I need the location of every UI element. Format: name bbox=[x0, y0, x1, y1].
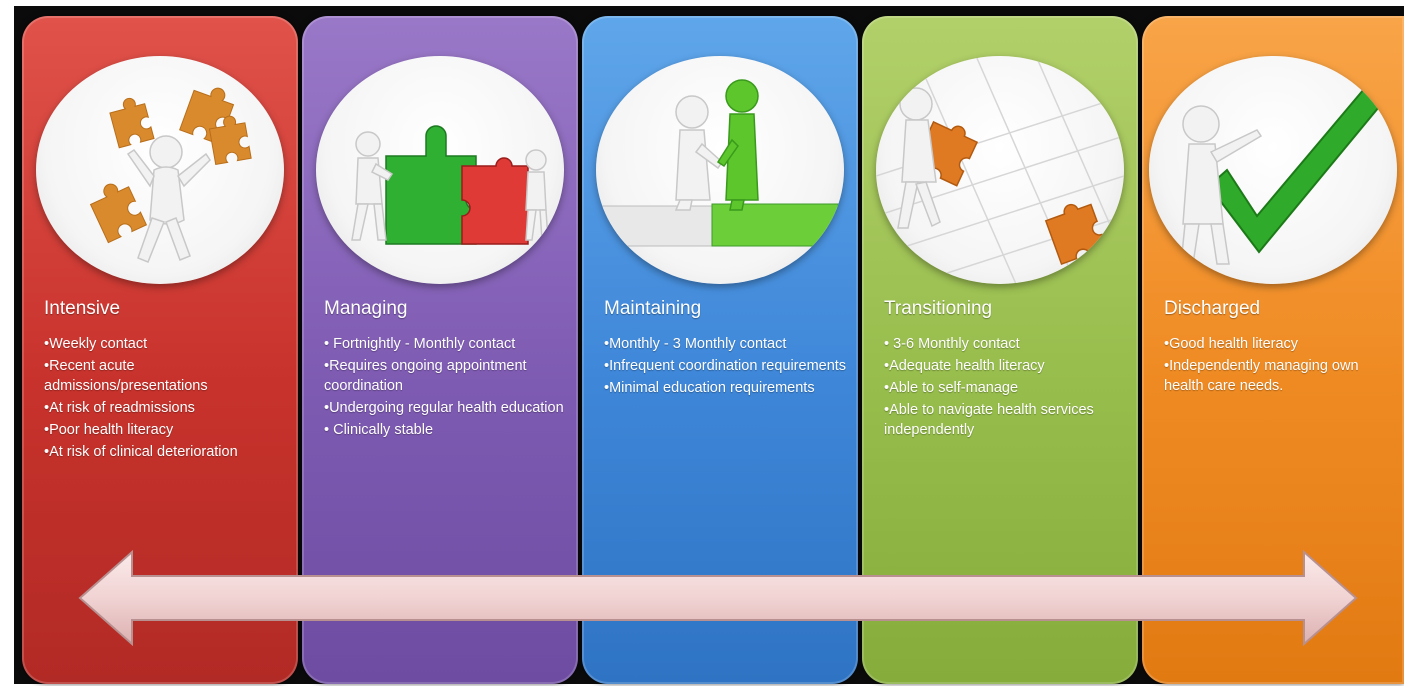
figure-carrying-puzzle-piece-icon bbox=[876, 56, 1124, 284]
list-item: •Adequate health literacy bbox=[884, 358, 1045, 374]
list-item: •Able to navigate health services indepe… bbox=[884, 402, 1094, 438]
stage-bullet-list: • Fortnightly - Monthly contact •Require… bbox=[324, 334, 570, 442]
list-item: •Independently managing own health care … bbox=[1164, 358, 1359, 394]
stage-bullet-list: • 3-6 Monthly contact •Adequate health l… bbox=[884, 334, 1130, 442]
list-item: •Requires ongoing appointment coordinati… bbox=[324, 358, 527, 394]
list-item: •Minimal education requirements bbox=[604, 380, 815, 396]
list-item: •Able to self-manage bbox=[884, 380, 1019, 396]
list-item: •Weekly contact bbox=[44, 336, 148, 352]
list-item: • Fortnightly - Monthly contact bbox=[324, 336, 516, 352]
stage-transitioning: Transitioning • 3-6 Monthly contact •Ade… bbox=[862, 16, 1138, 684]
juggling-puzzle-pieces-figure-icon bbox=[36, 56, 284, 284]
figures-assembling-puzzle-icon bbox=[316, 56, 564, 284]
list-item: •Recent acute admissions/presentations bbox=[44, 358, 208, 394]
stage-bullet-list: •Good health literacy •Independently man… bbox=[1164, 334, 1396, 398]
stage-maintaining: Maintaining •Monthly - 3 Monthly contact… bbox=[582, 16, 858, 684]
list-item: • Clinically stable bbox=[324, 422, 434, 438]
handshake-on-puzzle-icon bbox=[596, 56, 844, 284]
stage-diagram: Intensive •Weekly contact •Recent acute … bbox=[14, 6, 1404, 684]
double-headed-arrow-icon bbox=[78, 550, 1358, 646]
stage-bullet-list: •Monthly - 3 Monthly contact •Infrequent… bbox=[604, 334, 850, 400]
list-item: •Infrequent coordination requirements bbox=[604, 358, 847, 374]
list-item: •At risk of readmissions bbox=[44, 400, 195, 416]
stage-title: Managing bbox=[324, 298, 408, 319]
stage-title: Transitioning bbox=[884, 298, 993, 319]
stage-bullet-list: •Weekly contact •Recent acute admissions… bbox=[44, 334, 290, 464]
list-item: •Undergoing regular health education bbox=[324, 400, 564, 416]
stage-managing: Managing • Fortnightly - Monthly contact… bbox=[302, 16, 578, 684]
list-item: •Poor health literacy bbox=[44, 422, 174, 438]
stage-title: Discharged bbox=[1164, 298, 1261, 319]
list-item: • 3-6 Monthly contact bbox=[884, 336, 1020, 352]
list-item: •At risk of clinical deterioration bbox=[44, 444, 238, 460]
list-item: •Monthly - 3 Monthly contact bbox=[604, 336, 787, 352]
stage-title: Maintaining bbox=[604, 298, 702, 319]
list-item: •Good health literacy bbox=[1164, 336, 1299, 352]
stage-discharged: Discharged •Good health literacy •Indepe… bbox=[1142, 16, 1404, 684]
figure-with-checkmark-icon bbox=[1149, 56, 1397, 284]
stage-title: Intensive bbox=[44, 298, 121, 319]
stage-intensive: Intensive •Weekly contact •Recent acute … bbox=[22, 16, 298, 684]
